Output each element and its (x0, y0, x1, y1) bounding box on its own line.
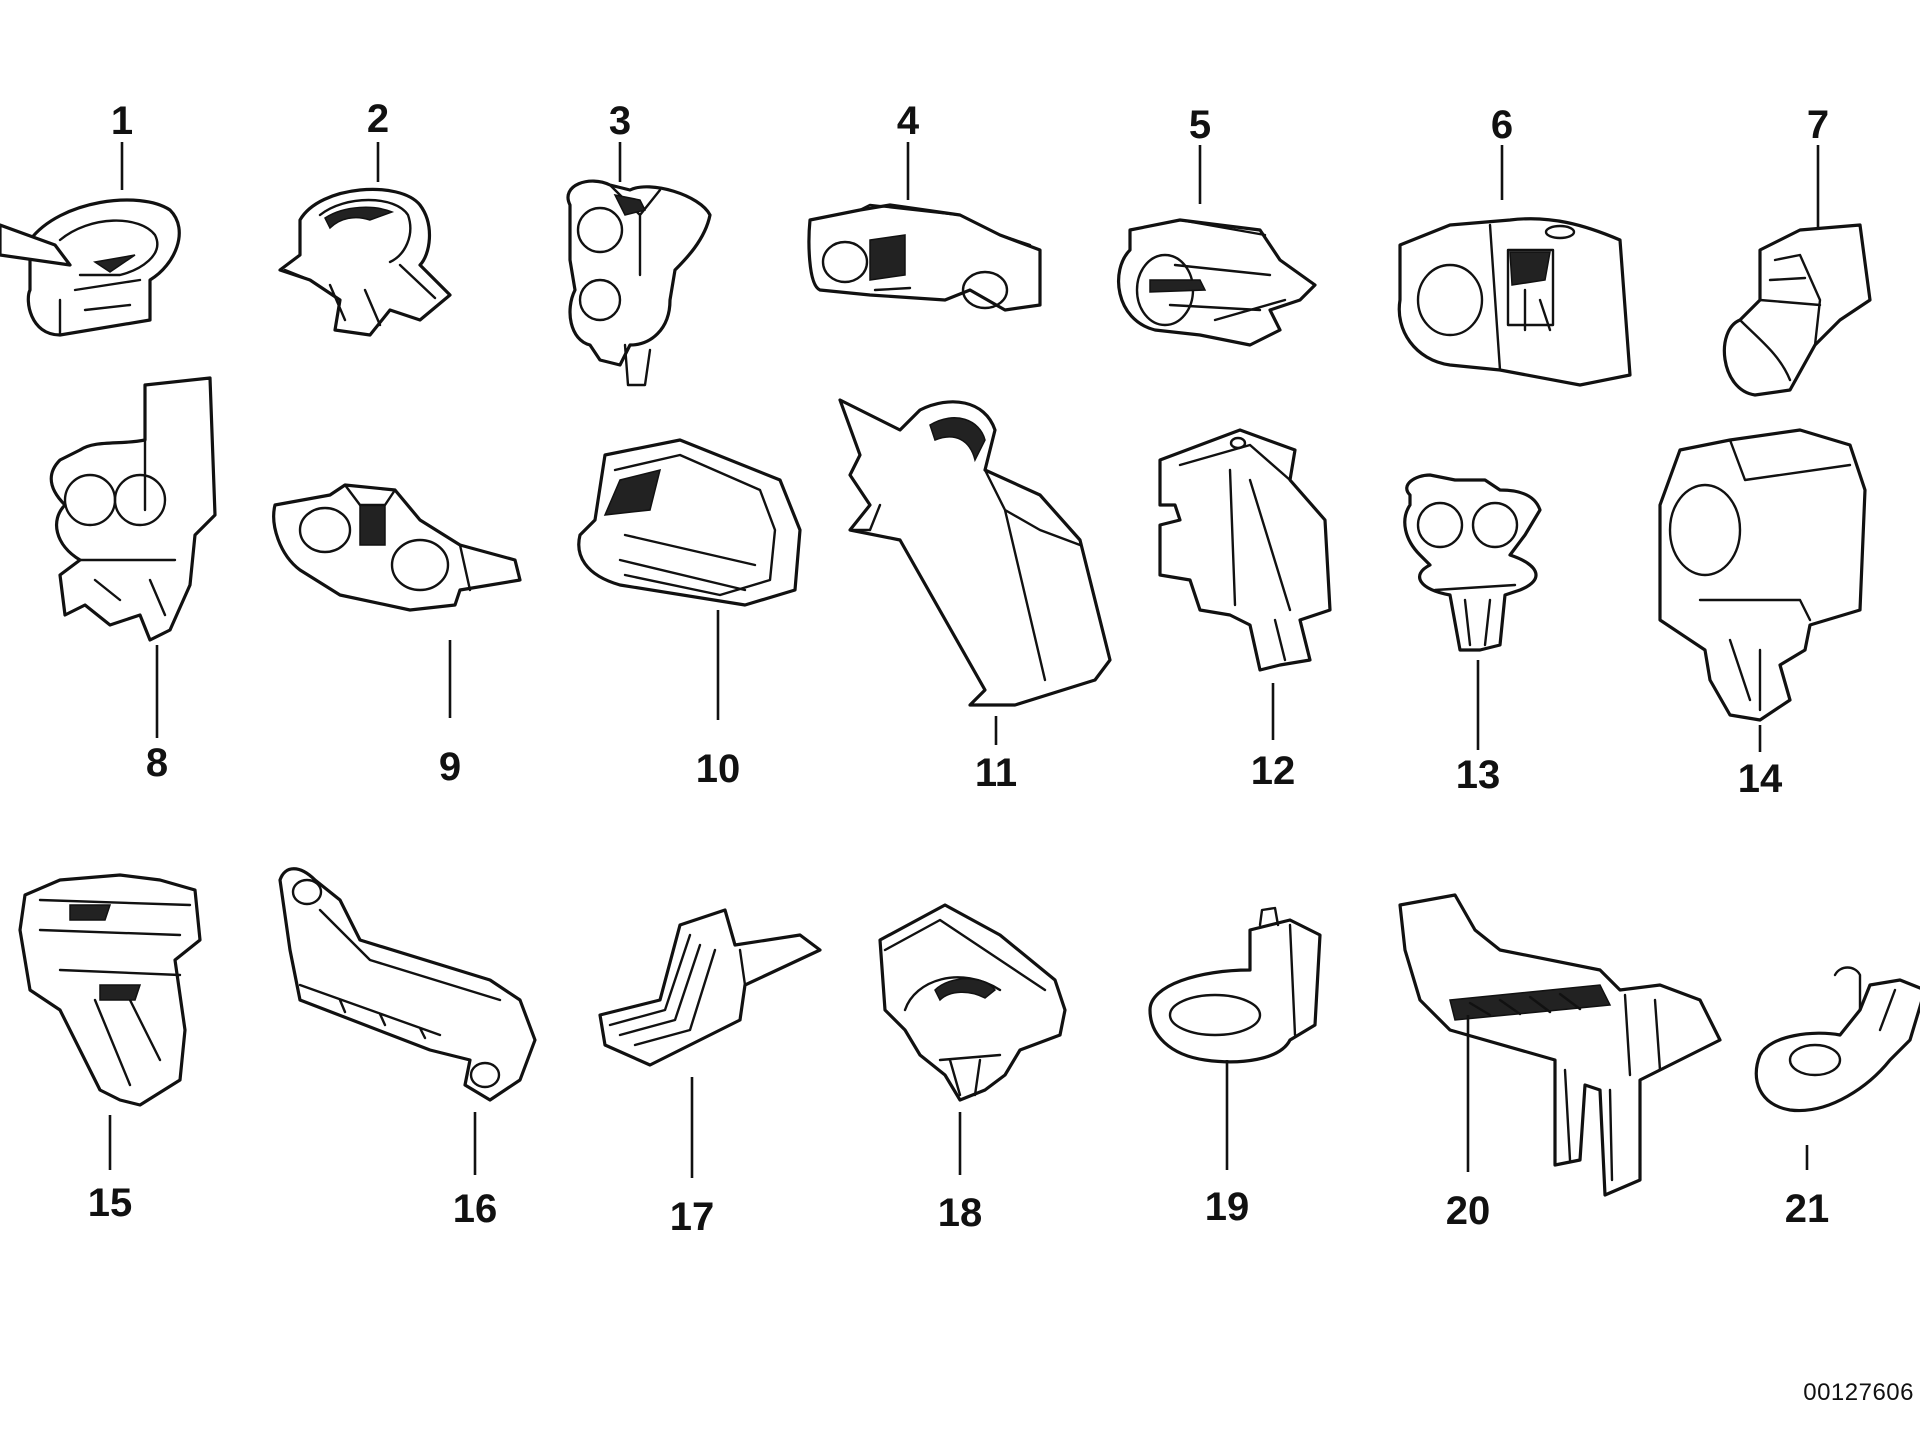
part-19-icon (1148, 906, 1322, 1064)
reference-code: 00127606 (1803, 1379, 1914, 1406)
callout-number: 21 (1785, 1187, 1830, 1231)
part-21-icon (1754, 966, 1920, 1113)
part-5-icon (1116, 218, 1317, 347)
callout-number: 19 (1205, 1185, 1250, 1229)
part-16-icon (278, 867, 537, 1102)
part-14-icon (1658, 428, 1867, 722)
callout-number: 14 (1738, 757, 1783, 801)
part-6-icon (1397, 217, 1632, 387)
callout-number: 4 (897, 99, 920, 143)
part-7-icon (1722, 223, 1872, 397)
part-12-icon (1158, 428, 1332, 672)
callout-number: 1 (111, 99, 133, 143)
callout-number: 7 (1807, 103, 1829, 147)
callout-number: 16 (453, 1187, 498, 1231)
callout-number: 2 (367, 97, 389, 141)
callout-number: 13 (1456, 753, 1501, 797)
callout-number: 6 (1491, 103, 1513, 147)
part-1-icon (0, 198, 181, 337)
part-8-icon (49, 376, 217, 642)
callout-number: 20 (1446, 1189, 1491, 1233)
callout-number: 18 (938, 1191, 983, 1235)
part-4-icon (807, 203, 1042, 312)
callout-number: 10 (696, 747, 741, 791)
callout-number: 3 (609, 99, 631, 143)
callout-number: 12 (1251, 749, 1296, 793)
callout-number: 8 (146, 741, 168, 785)
part-2-icon (278, 187, 452, 337)
part-11-icon (838, 398, 1112, 707)
part-20-icon (1398, 893, 1722, 1197)
callout-number: 15 (88, 1181, 133, 1225)
part-13-icon (1403, 473, 1542, 652)
part-10-icon (577, 438, 802, 607)
part-9-icon (272, 483, 522, 612)
callout-number: 11 (975, 751, 1017, 795)
callout-number: 9 (439, 745, 461, 789)
callout-number: 17 (670, 1195, 715, 1239)
part-17-icon (598, 908, 822, 1067)
part-3-icon (566, 179, 712, 387)
part-15-icon (18, 873, 202, 1107)
callout-number: 5 (1189, 103, 1211, 147)
part-18-icon (878, 903, 1067, 1102)
